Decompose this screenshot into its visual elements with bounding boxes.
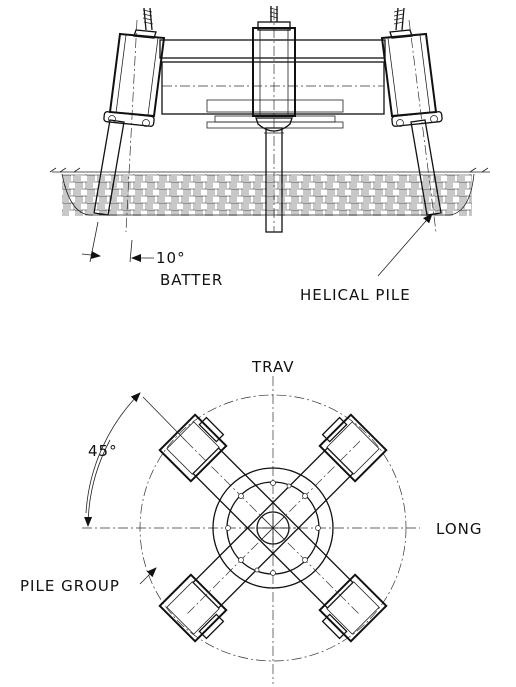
right-cylinder	[380, 7, 443, 233]
cross-beams	[159, 39, 386, 129]
central-hub	[212, 467, 334, 589]
bolt-holes	[225, 480, 321, 576]
plan-view: 45° TRAV LONG PILE GROUP	[20, 358, 482, 684]
helical-pile-leader	[377, 213, 433, 277]
batter-dimension	[81, 221, 154, 263]
left-battered-pile	[93, 119, 125, 216]
arm-end-caps	[158, 413, 388, 643]
left-cylinder	[103, 7, 166, 233]
batter-label: BATTER	[160, 271, 223, 289]
angle-dimension	[84, 392, 187, 527]
ground-soil	[49, 167, 490, 216]
pile-group-circle	[139, 394, 407, 662]
angle-label: 45°	[88, 442, 118, 460]
batter-angle-label: 10°	[156, 249, 186, 267]
elevation-view: 10° BATTER HELICAL PILE	[49, 6, 490, 304]
center-cap	[252, 6, 296, 134]
right-battered-pile	[410, 119, 442, 216]
pile-group-label: PILE GROUP	[20, 577, 120, 595]
pile-group-leader	[139, 567, 157, 585]
long-label: LONG	[436, 520, 482, 538]
helical-pile-label: HELICAL PILE	[300, 286, 411, 304]
trav-label: TRAV	[251, 358, 295, 376]
